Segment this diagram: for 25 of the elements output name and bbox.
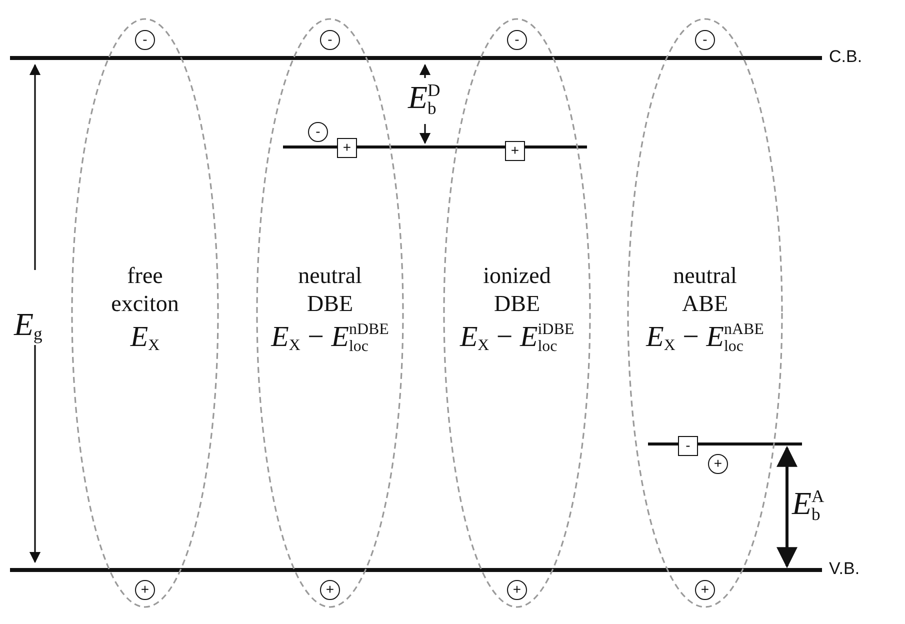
band-label: V.B.	[829, 559, 860, 579]
charge-circle: -	[308, 122, 328, 142]
exciton-label: free exciton	[110, 262, 180, 318]
charge-square: +	[337, 138, 357, 158]
dashed-ellipse	[627, 18, 783, 608]
dashed-ellipse	[256, 18, 404, 608]
exciton-label: neutral DBE	[297, 262, 363, 318]
energy-symbol: E$_{g}$	[14, 305, 42, 346]
exciton-label: neutral ABE	[672, 262, 738, 318]
energy-formula: E$_{X}$	[130, 320, 160, 356]
charge-circle: +	[507, 580, 527, 600]
dashed-ellipse	[71, 18, 219, 608]
charge-circle: -	[320, 30, 340, 50]
charge-circle: +	[695, 580, 715, 600]
charge-circle: -	[695, 30, 715, 50]
charge-circle: -	[135, 30, 155, 50]
band-label: C.B.	[829, 47, 862, 67]
charge-circle: +	[320, 580, 340, 600]
charge-square: +	[505, 141, 525, 161]
dashed-ellipse	[443, 18, 591, 608]
charge-circle: +	[135, 580, 155, 600]
charge-circle: -	[507, 30, 527, 50]
exciton-label: ionized DBE	[482, 262, 552, 318]
charge-circle: +	[708, 454, 728, 474]
charge-square: -	[678, 436, 698, 456]
